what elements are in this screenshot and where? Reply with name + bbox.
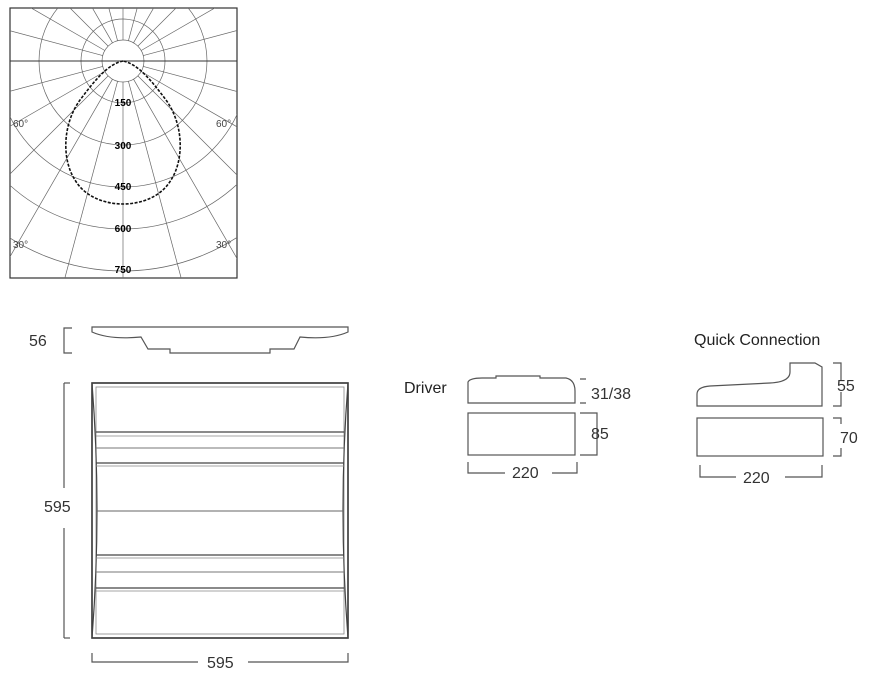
quick-connection-width-dim: 220 bbox=[743, 470, 770, 487]
luminaire-side-dim: 595 bbox=[44, 499, 71, 516]
polar-intensity-curve bbox=[65, 60, 181, 205]
polar-grid-ray bbox=[137, 75, 237, 176]
quick-connection-drawing: Quick Connection 55 70 220 bbox=[694, 332, 858, 487]
bottom-dim-line-left bbox=[91, 653, 198, 663]
polar-grid-ray bbox=[143, 66, 237, 92]
polar-frame bbox=[9, 7, 238, 279]
angle-label-left-30: 30° bbox=[13, 240, 28, 251]
luminaire-profile-shape bbox=[91, 326, 349, 354]
polar-grid-ray bbox=[133, 79, 237, 260]
quick-connection-top-shape bbox=[696, 417, 824, 457]
driver-side-shape bbox=[467, 375, 576, 404]
driver-width-bracket bbox=[467, 462, 578, 474]
height-dimension-bracket bbox=[63, 327, 72, 354]
intensity-label-450: 450 bbox=[115, 182, 132, 193]
polar-grid-ray bbox=[10, 71, 105, 127]
polar-grid-ray bbox=[10, 79, 113, 258]
intensity-label-150: 150 bbox=[115, 98, 132, 109]
polar-grid-ray bbox=[143, 30, 237, 56]
driver-depth-dim: 85 bbox=[591, 426, 609, 443]
polar-grid-ray bbox=[141, 71, 237, 128]
luminaire-bottom-dim: 595 bbox=[207, 655, 234, 672]
driver-height-dim: 31/38 bbox=[591, 386, 631, 403]
left-curved-edge bbox=[91, 382, 98, 639]
quick-connection-height-bracket bbox=[833, 362, 842, 407]
intensity-label-300: 300 bbox=[115, 141, 132, 152]
luminaire-side-profile: 56 bbox=[29, 326, 349, 354]
polar-grid-ray bbox=[128, 81, 182, 278]
quick-connection-caption: Quick Connection bbox=[694, 332, 820, 349]
quick-connection-width-bracket bbox=[699, 465, 823, 478]
driver-drawing: Driver 31/38 85 220 bbox=[404, 375, 631, 482]
driver-depth-bracket bbox=[580, 412, 598, 456]
quick-connection-side-shape bbox=[696, 362, 823, 407]
driver-caption: Driver bbox=[404, 380, 447, 397]
angle-label-right-60: 60° bbox=[216, 119, 231, 130]
driver-width-dim: 220 bbox=[512, 465, 539, 482]
angle-label-right-30: 30° bbox=[216, 240, 231, 251]
intensity-label-750: 750 bbox=[115, 265, 132, 276]
quick-connection-height-dim: 55 bbox=[837, 378, 855, 395]
polar-grid-ray bbox=[141, 8, 216, 51]
polar-grid-ray bbox=[64, 81, 118, 278]
driver-top-shape bbox=[467, 412, 576, 456]
polar-grid-ray bbox=[10, 75, 109, 175]
right-curved-edge bbox=[342, 382, 349, 639]
quick-connection-depth-bracket bbox=[833, 417, 842, 457]
angle-label-left-60: 60° bbox=[13, 119, 28, 130]
driver-height-bracket bbox=[580, 378, 586, 404]
polar-diagram: 150 300 450 600 750 60° 60° 30° 30° bbox=[9, 7, 238, 279]
polar-grid-ray bbox=[10, 30, 103, 56]
intensity-label-600: 600 bbox=[115, 224, 132, 235]
quick-connection-depth-dim: 70 bbox=[840, 430, 858, 447]
polar-grid-ray bbox=[10, 66, 103, 92]
luminaire-height-dim: 56 bbox=[29, 333, 47, 350]
luminaire-front-view: 595 595 bbox=[44, 382, 349, 672]
bottom-dim-line-right bbox=[248, 653, 349, 663]
polar-grid-ray bbox=[30, 8, 105, 51]
